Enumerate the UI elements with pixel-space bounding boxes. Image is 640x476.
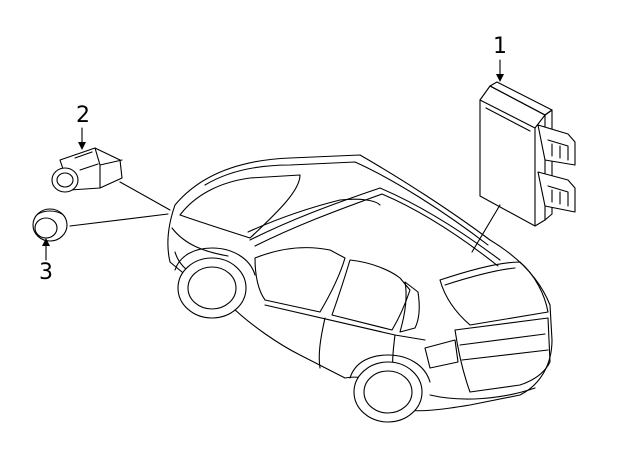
callout-number-1: 1 bbox=[493, 34, 507, 59]
callout-arrows bbox=[42, 59, 504, 261]
arrow-up-icon bbox=[42, 238, 50, 246]
sensor-part bbox=[32, 208, 68, 242]
leader-line-1 bbox=[471, 204, 501, 253]
callout-number-3: 3 bbox=[39, 260, 53, 285]
sensor-bracket-part bbox=[51, 147, 123, 193]
callout-number-2: 2 bbox=[76, 103, 90, 128]
arrow-down-icon bbox=[78, 142, 86, 150]
leader-line-3 bbox=[69, 213, 169, 227]
leader-line-2 bbox=[119, 181, 171, 211]
vehicle-outline bbox=[167, 154, 553, 423]
control-module-part bbox=[479, 81, 576, 227]
arrow-down-icon bbox=[496, 74, 504, 82]
leader-lines bbox=[69, 181, 501, 253]
